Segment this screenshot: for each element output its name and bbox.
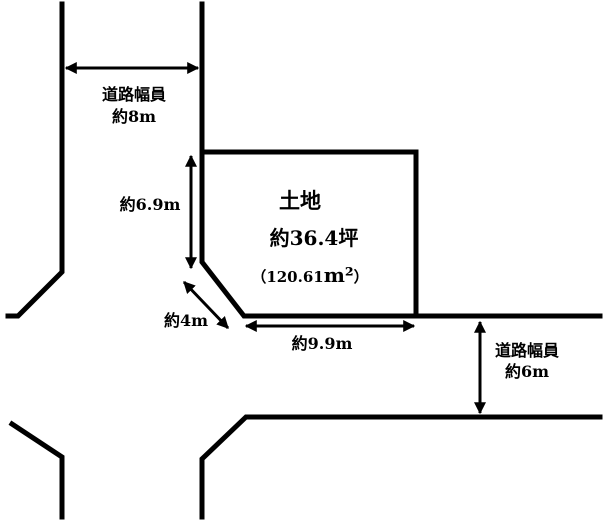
corner-cut-arrow <box>182 280 230 330</box>
top-road-left-edge <box>5 1 65 319</box>
bottom-side-label: 約9.9m <box>292 334 353 353</box>
lot-area-tsubo: 約36.4坪 <box>270 226 359 250</box>
lot-area-m2: （120.61m²） <box>251 263 368 287</box>
lot-title: 土地 <box>279 188 321 213</box>
right-road-width: 約6m <box>505 362 549 381</box>
lot-area-m2-close: ） <box>354 268 369 286</box>
lot-area-m2-unit: m² <box>324 263 354 287</box>
lot-area-m2-open: （120.61 <box>251 268 323 286</box>
top-road-width: 約8m <box>112 107 156 126</box>
bottom-left-road-edge <box>8 420 65 520</box>
road-edges <box>5 1 603 520</box>
lot-outline <box>202 149 419 316</box>
left-side-label: 約6.9m <box>120 195 181 214</box>
right-road-label: 道路幅員 <box>495 341 559 360</box>
corner-cut-label: 約4m <box>164 311 208 330</box>
bottom-right-road-edge <box>199 414 603 520</box>
top-road-label: 道路幅員 <box>102 85 166 104</box>
